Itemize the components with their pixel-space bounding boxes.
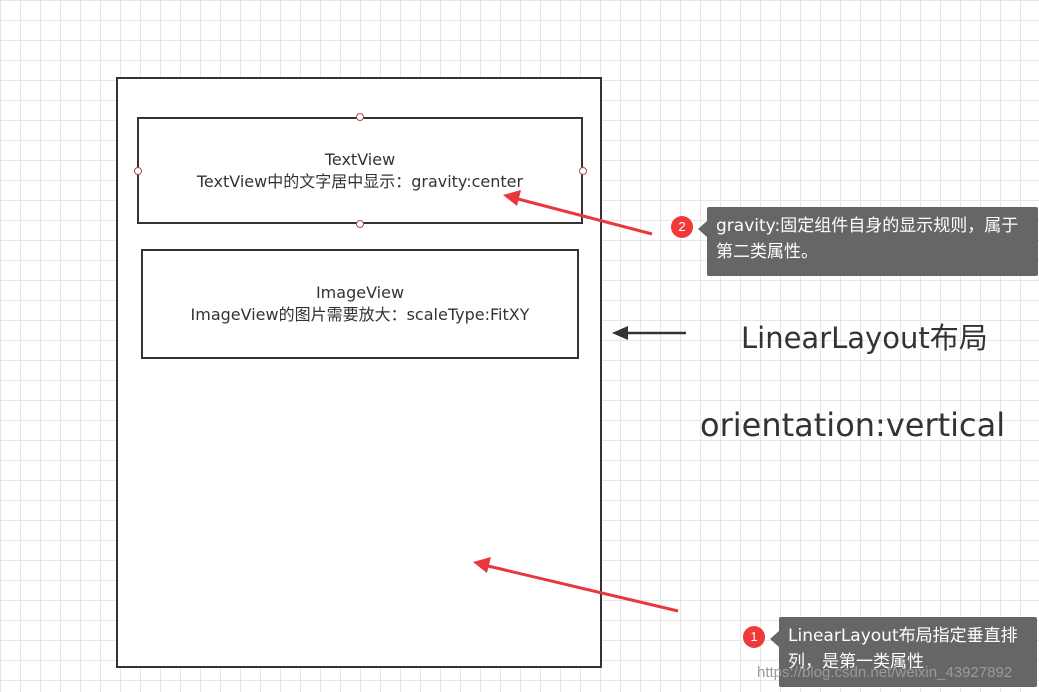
selection-handle-bottom[interactable]	[356, 220, 364, 228]
callout-gravity-text: gravity:固定组件自身的显示规则，属于第二类属性。	[716, 216, 1019, 262]
textview-description: TextView中的文字居中显示：gravity:center	[196, 171, 524, 191]
imageview-description: ImageView的图片需要放大：scaleType:FitXY	[190, 305, 530, 324]
imageview-box[interactable]: ImageView ImageView的图片需要放大：scaleType:Fit…	[141, 249, 579, 359]
selection-handle-top[interactable]	[356, 113, 364, 121]
imageview-title: ImageView	[315, 283, 405, 302]
selection-handle-left[interactable]	[134, 167, 142, 175]
red-arrow-gravity	[503, 190, 653, 236]
textview-title: TextView	[324, 149, 396, 169]
red-arrow-layout	[473, 557, 679, 613]
callout-badge-2[interactable]: 2	[671, 216, 693, 238]
selection-handle-right[interactable]	[579, 167, 587, 175]
callout-linearlayout: LinearLayout布局指定垂直排列，是第一类属性	[770, 617, 1037, 687]
orientation-label: orientation:vertical	[700, 406, 1006, 444]
watermark: https://blog.csdn.net/weixin_43927892	[757, 664, 1013, 681]
callout-badge-1[interactable]: 1	[743, 626, 765, 648]
black-arrow	[612, 326, 686, 340]
callout-gravity: gravity:固定组件自身的显示规则，属于第二类属性。	[698, 207, 1038, 276]
callout-linearlayout-text: LinearLayout布局指定垂直排列，是第一类属性	[788, 626, 1018, 672]
layout-label: LinearLayout布局	[741, 321, 988, 355]
textview-box[interactable]: TextView TextView中的文字居中显示：gravity:center	[137, 117, 583, 224]
